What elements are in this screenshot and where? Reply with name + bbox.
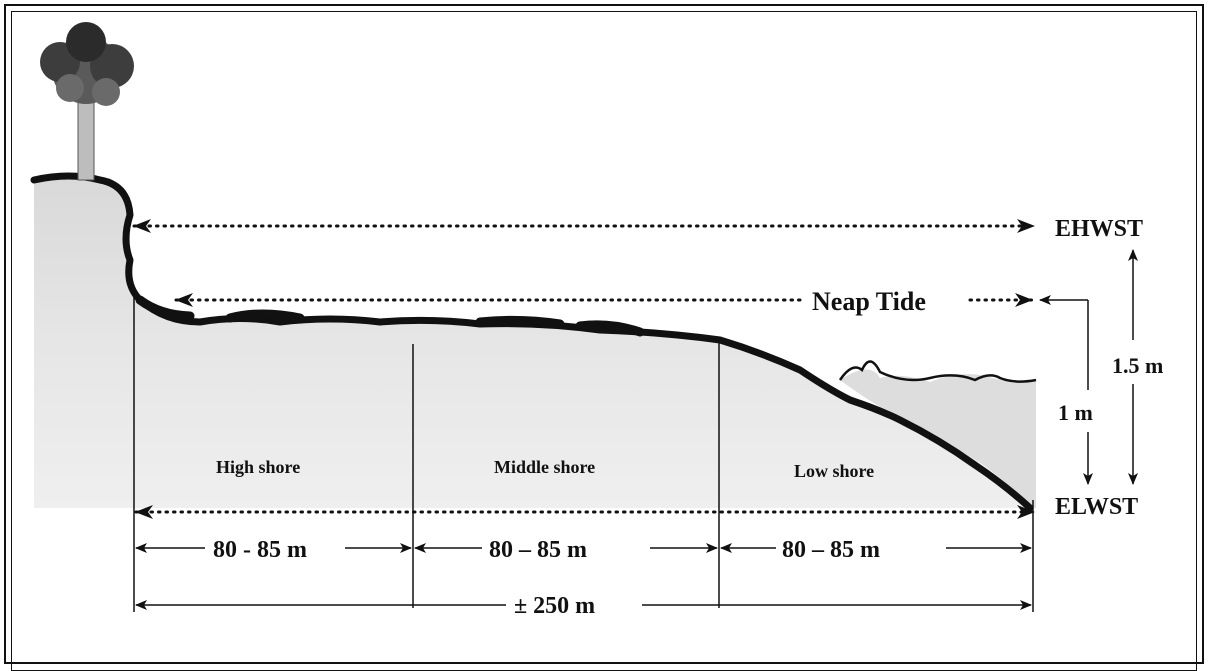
low-width-label: 80 – 85 m — [782, 537, 880, 563]
tree-illustration — [40, 22, 134, 181]
low-shore-label: Low shore — [794, 461, 874, 481]
high-width-label: 80 - 85 m — [213, 537, 307, 563]
total-width-label: ± 250 m — [514, 593, 595, 619]
rock-clumps — [135, 295, 645, 337]
elwst-label: ELWST — [1055, 494, 1138, 520]
shore-landmass — [34, 178, 1030, 508]
middle-shore-label: Middle shore — [494, 457, 595, 477]
shore-profile-diagram: EHWST Neap Tide ELWST 1 m 1.5 m High sho… — [30, 22, 1163, 619]
high-shore-label: High shore — [216, 457, 300, 477]
middle-width-label: 80 – 85 m — [489, 537, 587, 563]
rocky-shoreline — [30, 172, 1034, 512]
one-m-label: 1 m — [1058, 400, 1093, 425]
wave-line — [838, 360, 1037, 383]
ehwst-label: EHWST — [1055, 216, 1143, 242]
one-five-m-label: 1.5 m — [1112, 353, 1163, 378]
neap-tide-label: Neap Tide — [812, 287, 926, 316]
